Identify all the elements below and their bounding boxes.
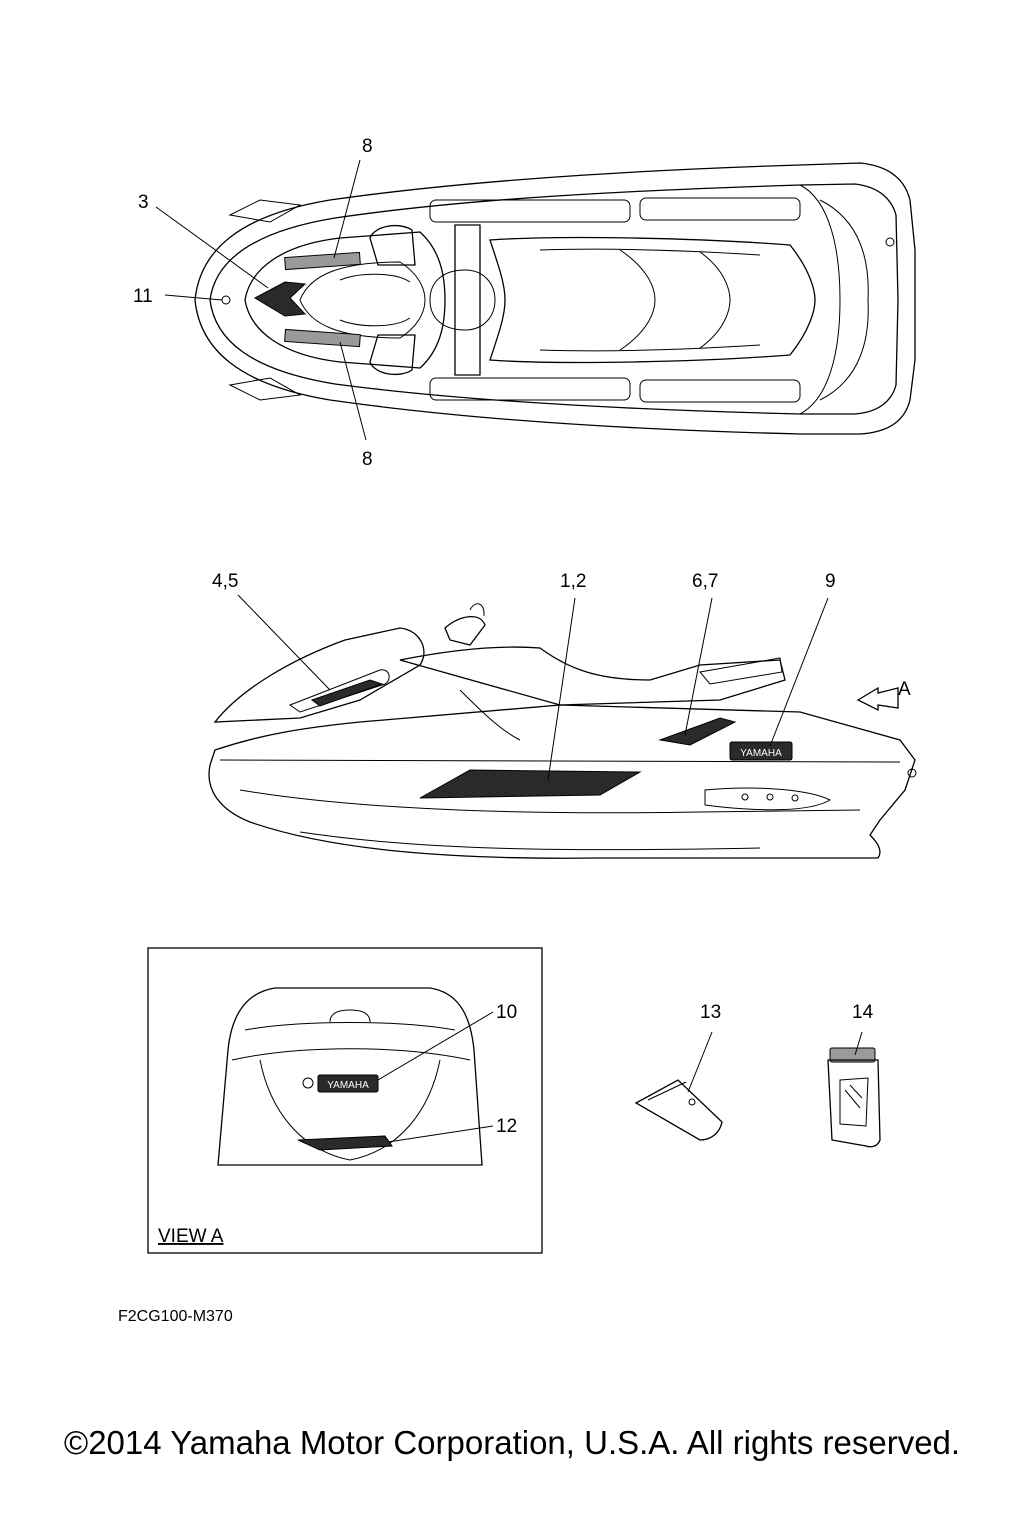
callout-14: 14 bbox=[852, 1002, 874, 1023]
callout-1-2: 1,2 bbox=[560, 571, 586, 592]
svg-text:YAMAHA: YAMAHA bbox=[740, 748, 782, 759]
copyright-notice: ©2014 Yamaha Motor Corporation, U.S.A. A… bbox=[63, 1424, 961, 1461]
diagram-code: F2CG100-M370 bbox=[118, 1308, 233, 1325]
callout-10: 10 bbox=[496, 1002, 517, 1023]
callout-3: 3 bbox=[138, 192, 149, 213]
callout-9: 9 bbox=[825, 571, 836, 592]
callout-a: A bbox=[898, 679, 911, 700]
callout-8-lower: 8 bbox=[362, 449, 373, 470]
svg-text:YAMAHA: YAMAHA bbox=[327, 1080, 369, 1091]
callout-8-upper: 8 bbox=[362, 136, 373, 157]
callout-11: 11 bbox=[133, 286, 153, 307]
side-view-watercraft: YAMAHA bbox=[208, 594, 917, 859]
item-14-manual-case bbox=[827, 1031, 881, 1148]
callout-6-7: 6,7 bbox=[692, 571, 718, 592]
view-a-label: VIEW A bbox=[158, 1226, 224, 1247]
callout-12: 12 bbox=[496, 1116, 517, 1137]
top-view-watercraft bbox=[155, 159, 916, 441]
parts-diagram: 8 3 11 8 YAMAHA bbox=[118, 136, 917, 1325]
callout-4-5: 4,5 bbox=[212, 571, 238, 592]
callout-13: 13 bbox=[700, 1002, 721, 1023]
item-13-pouch bbox=[634, 1031, 723, 1141]
view-a-panel: YAMAHA bbox=[147, 947, 543, 1254]
